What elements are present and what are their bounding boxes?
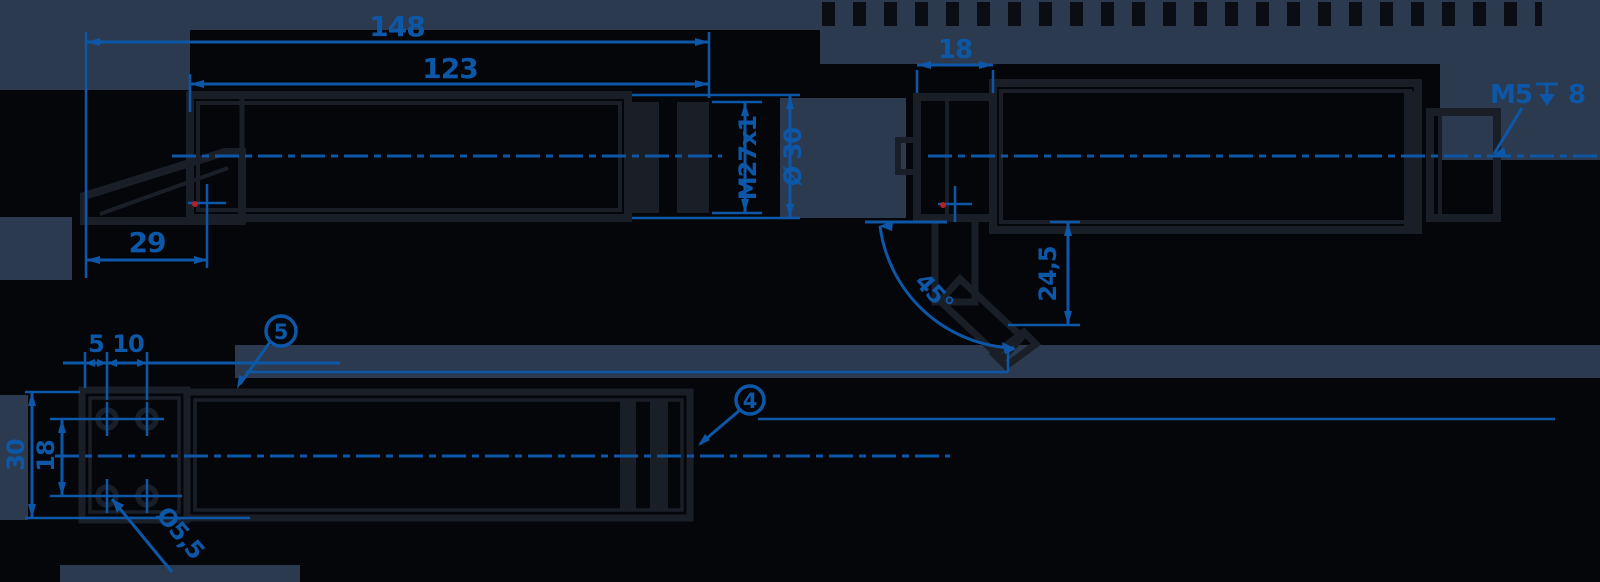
- dim-text-lever-foot-offset: 29: [129, 226, 166, 259]
- arrowhead: [917, 61, 931, 69]
- arrowhead: [194, 256, 208, 264]
- m5-leader-line: [1492, 107, 1524, 155]
- arrowhead: [58, 482, 66, 496]
- arrowhead: [28, 504, 36, 518]
- lever-arm-outline: [80, 148, 246, 225]
- front-red-dot: [940, 202, 946, 208]
- balloon-callouts: 5 4: [237, 314, 1555, 446]
- dim-text-flange-height: 30: [2, 439, 30, 471]
- side-view-dimensions: 148 123 29 M27x1 Ø 30: [84, 10, 807, 278]
- pivot-red-dot: [192, 201, 198, 207]
- front-view-part: [895, 79, 1501, 371]
- balloon-4-circle: [734, 384, 766, 416]
- lower-left-navy-panel: [0, 395, 28, 520]
- dim-text-sleeve-length: 123: [422, 52, 477, 85]
- angle-arc-45: [878, 225, 1015, 350]
- arrowhead: [1002, 342, 1016, 354]
- front-view-dimensions: 18 45° 24,5 M5 8: [865, 35, 1586, 354]
- dim-text-hole-pitch-x: 10: [112, 330, 144, 358]
- top-view-centerlines: [55, 402, 950, 513]
- side-view-centerlines: [172, 154, 722, 222]
- arrowhead: [1064, 222, 1072, 236]
- arrowhead: [786, 204, 794, 218]
- arrowhead: [979, 61, 993, 69]
- arrowhead: [741, 102, 749, 116]
- arrowhead: [879, 221, 893, 231]
- arrowhead: [86, 38, 100, 46]
- clamp-nub-outline: [895, 137, 920, 175]
- arrowhead: [237, 375, 246, 389]
- balloon-5-label: 5: [274, 320, 289, 344]
- balloon-5-circle: [264, 314, 298, 348]
- dim-text-hole-edge-offset: 5: [88, 330, 104, 358]
- arrowhead: [1064, 311, 1072, 325]
- front-view-centerlines: [928, 154, 1600, 222]
- body-top-inner-line: [193, 398, 684, 512]
- arrowhead: [190, 80, 204, 88]
- lever-arm-inner-line: [99, 166, 229, 216]
- arrowhead: [107, 359, 117, 367]
- dim-text-overall-length: 148: [369, 10, 424, 43]
- hole-diameter-leader: [110, 498, 174, 573]
- dim-text-hole-pitch-y: 18: [32, 440, 60, 472]
- arrowhead: [1492, 147, 1506, 156]
- arrowhead: [85, 359, 95, 367]
- dim-text-thread-callout: M27x1: [734, 115, 762, 200]
- arrowhead: [786, 95, 794, 109]
- depth-symbol-icon: [1536, 82, 1558, 106]
- arrowhead: [137, 359, 147, 367]
- corner-navy-panel: [1440, 30, 1600, 160]
- side-view-part: [80, 91, 709, 225]
- dim-text-lever-reach: 24,5: [1034, 246, 1062, 302]
- arrowhead: [741, 199, 749, 213]
- left-navy-panel: [0, 30, 190, 90]
- mid-navy-panel: [780, 98, 906, 218]
- end-cap-outline: [1426, 108, 1501, 222]
- callout-text-depth: 8: [1568, 80, 1585, 110]
- left-small-navy-panel: [0, 217, 72, 280]
- balloon-5-leader: [238, 341, 272, 385]
- arrowhead: [58, 419, 66, 433]
- bottom-navy-strip: [60, 565, 300, 582]
- arrowhead: [698, 434, 710, 446]
- arrowhead: [97, 359, 107, 367]
- dim-text-outer-diameter: Ø 30: [779, 128, 807, 186]
- groove-band: [1404, 91, 1418, 230]
- arrowhead: [86, 256, 100, 264]
- arrowhead: [112, 499, 124, 513]
- arrowhead: [28, 392, 36, 406]
- balloon-4-label: 4: [743, 389, 758, 413]
- arrowhead: [695, 80, 709, 88]
- callout-text-m5: M5: [1490, 80, 1532, 110]
- arrowhead: [695, 38, 709, 46]
- top-navy-strip: [0, 0, 1600, 30]
- dim-text-flange-width: 18: [938, 35, 972, 65]
